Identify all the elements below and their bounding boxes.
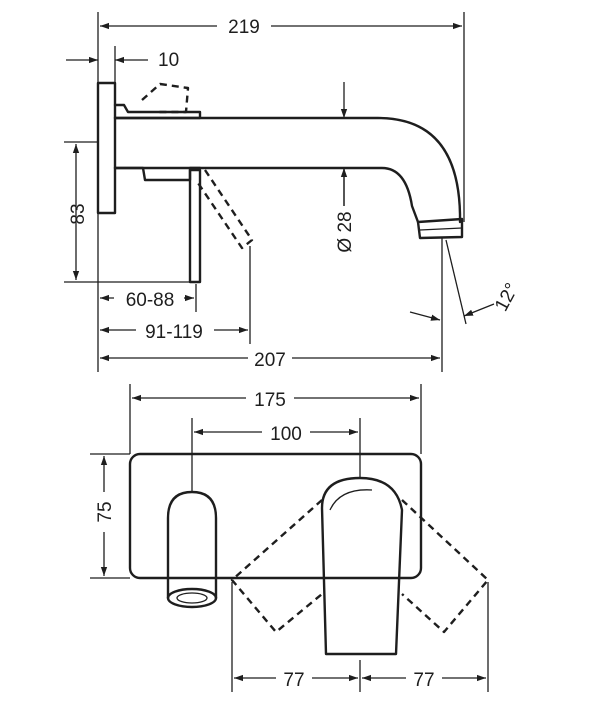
dim-100-label: 100 (270, 424, 302, 445)
dim-60-88-label: 60-88 (126, 290, 175, 311)
dim-diameter-label: Ø 28 (335, 211, 356, 252)
faucet-body (113, 103, 202, 120)
lever-handle (188, 168, 202, 284)
front-wall-plate (128, 452, 423, 580)
dim-75-label: 75 (95, 501, 116, 522)
dim-angle-label: 12° (491, 280, 523, 315)
front-lever (320, 476, 404, 656)
dim-175-label: 175 (254, 390, 286, 411)
side-view: 219 10 83 Ø 28 60-88 91-119 207 (64, 12, 523, 372)
wall-plate (96, 81, 117, 215)
front-view: 175 100 75 77 77 (90, 384, 490, 692)
dim-10-label: 10 (158, 50, 179, 71)
spout (113, 116, 462, 224)
dim-207-label: 207 (254, 350, 286, 371)
dim-219-label: 219 (228, 17, 260, 38)
lever-swing-left (230, 499, 323, 634)
lever-swing-right (401, 499, 490, 634)
dim-91-119-label: 91-119 (145, 322, 203, 343)
dim-77-right-label: 77 (413, 670, 434, 691)
dim-77-left-label: 77 (283, 670, 304, 691)
dim-83-label: 83 (68, 203, 89, 224)
aerator (416, 217, 464, 240)
lever-handle-dashed (195, 169, 254, 250)
front-spout (166, 490, 218, 600)
